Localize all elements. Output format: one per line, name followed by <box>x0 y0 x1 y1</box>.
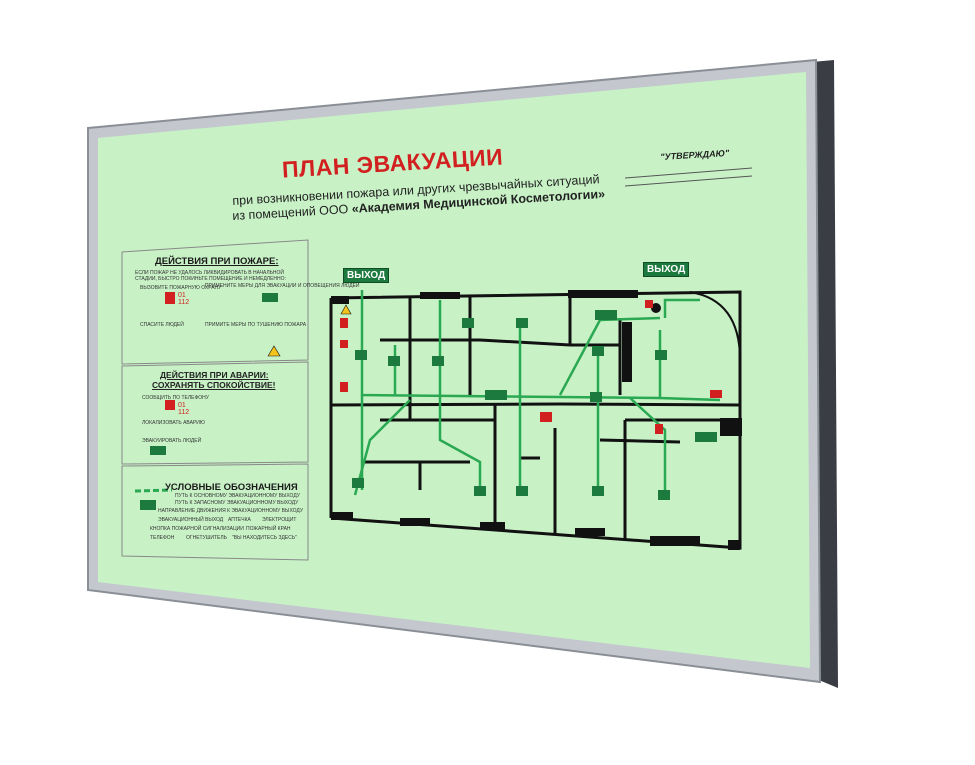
phone-number-fire-1: 01 <box>178 292 186 299</box>
exit-sign-right: ВЫХОД <box>643 262 690 277</box>
phone-number-fire-2: 112 <box>178 299 190 306</box>
symbol-extinguisher: ОГНЕТУШИТЕЛЬ <box>186 535 227 541</box>
phone-number-accident-2: 112 <box>178 409 190 416</box>
approve-lines <box>624 167 753 187</box>
fire-step-3: СПАСИТЕ ЛЮДЕЙ <box>140 322 184 328</box>
symbol-main-route: ПУТЬ К ОСНОВНОМУ ЭВАКУАЦИОННОМУ ВЫХОДУ <box>175 493 300 499</box>
symbol-fire-hydrant: ПОЖАРНЫЙ КРАН <box>246 526 291 532</box>
legend-panel <box>121 239 309 561</box>
symbol-spare-route: ПУТЬ К ЗАПАСНОМУ ЭВАКУАЦИОННОМУ ВЫХОДУ <box>175 500 299 506</box>
accident-step-1: СООБЩИТЬ ПО ТЕЛЕФОНУ <box>142 395 209 401</box>
accident-actions-calm: СОХРАНЯТЬ СПОКОЙСТВИЕ! <box>152 380 276 390</box>
fire-step-2: ПРИМЕНИТЕ МЕРЫ ДЛЯ ЭВАКУАЦИИ И ОПОВЕЩЕНИ… <box>205 283 360 289</box>
symbol-direction: НАПРАВЛЕНИЕ ДВИЖЕНИЯ К ЭВАКУАЦИОННОМУ ВЫ… <box>158 508 304 514</box>
accident-step-2: ЛОКАЛИЗОВАТЬ АВАРИЮ <box>142 420 205 426</box>
symbol-electrical-panel: ЭЛЕКТРОЩИТ <box>262 517 297 523</box>
fire-actions-heading: ДЕЙСТВИЯ ПРИ ПОЖАРЕ: <box>155 256 279 267</box>
symbol-fire-alarm: КНОПКА ПОЖАРНОЙ СИГНАЛИЗАЦИИ <box>150 526 244 532</box>
symbol-exit: ЭВАКУАЦИОННЫЙ ВЫХОД <box>158 517 224 523</box>
phone-number-accident-1: 01 <box>178 402 186 409</box>
accident-actions-heading: ДЕЙСТВИЯ ПРИ АВАРИИ: <box>160 370 269 380</box>
symbol-you-are-here: "ВЫ НАХОДИТЕСЬ ЗДЕСЬ" <box>232 535 297 541</box>
fire-step-4: ПРИМИТЕ МЕРЫ ПО ТУШЕНИЮ ПОЖАРА <box>205 322 307 328</box>
accident-step-3: ЭВАКУИРОВАТЬ ЛЮДЕЙ <box>142 438 202 444</box>
symbol-phone: ТЕЛЕФОН <box>150 535 175 541</box>
symbols-heading: УСЛОВНЫЕ ОБОЗНАЧЕНИЯ <box>165 482 298 493</box>
fire-step-1: ВЫЗОВИТЕ ПОЖАРНУЮ ОХРАНУ <box>140 285 222 291</box>
floor-plan <box>134 290 742 550</box>
fire-intro: ЕСЛИ ПОЖАР НЕ УДАЛОСЬ ЛИКВИДИРОВАТЬ В НА… <box>135 270 286 282</box>
plan-panel <box>98 72 810 668</box>
exit-sign-left: ВЫХОД <box>343 268 390 283</box>
symbol-first-aid: АПТЕЧКА <box>228 517 251 523</box>
